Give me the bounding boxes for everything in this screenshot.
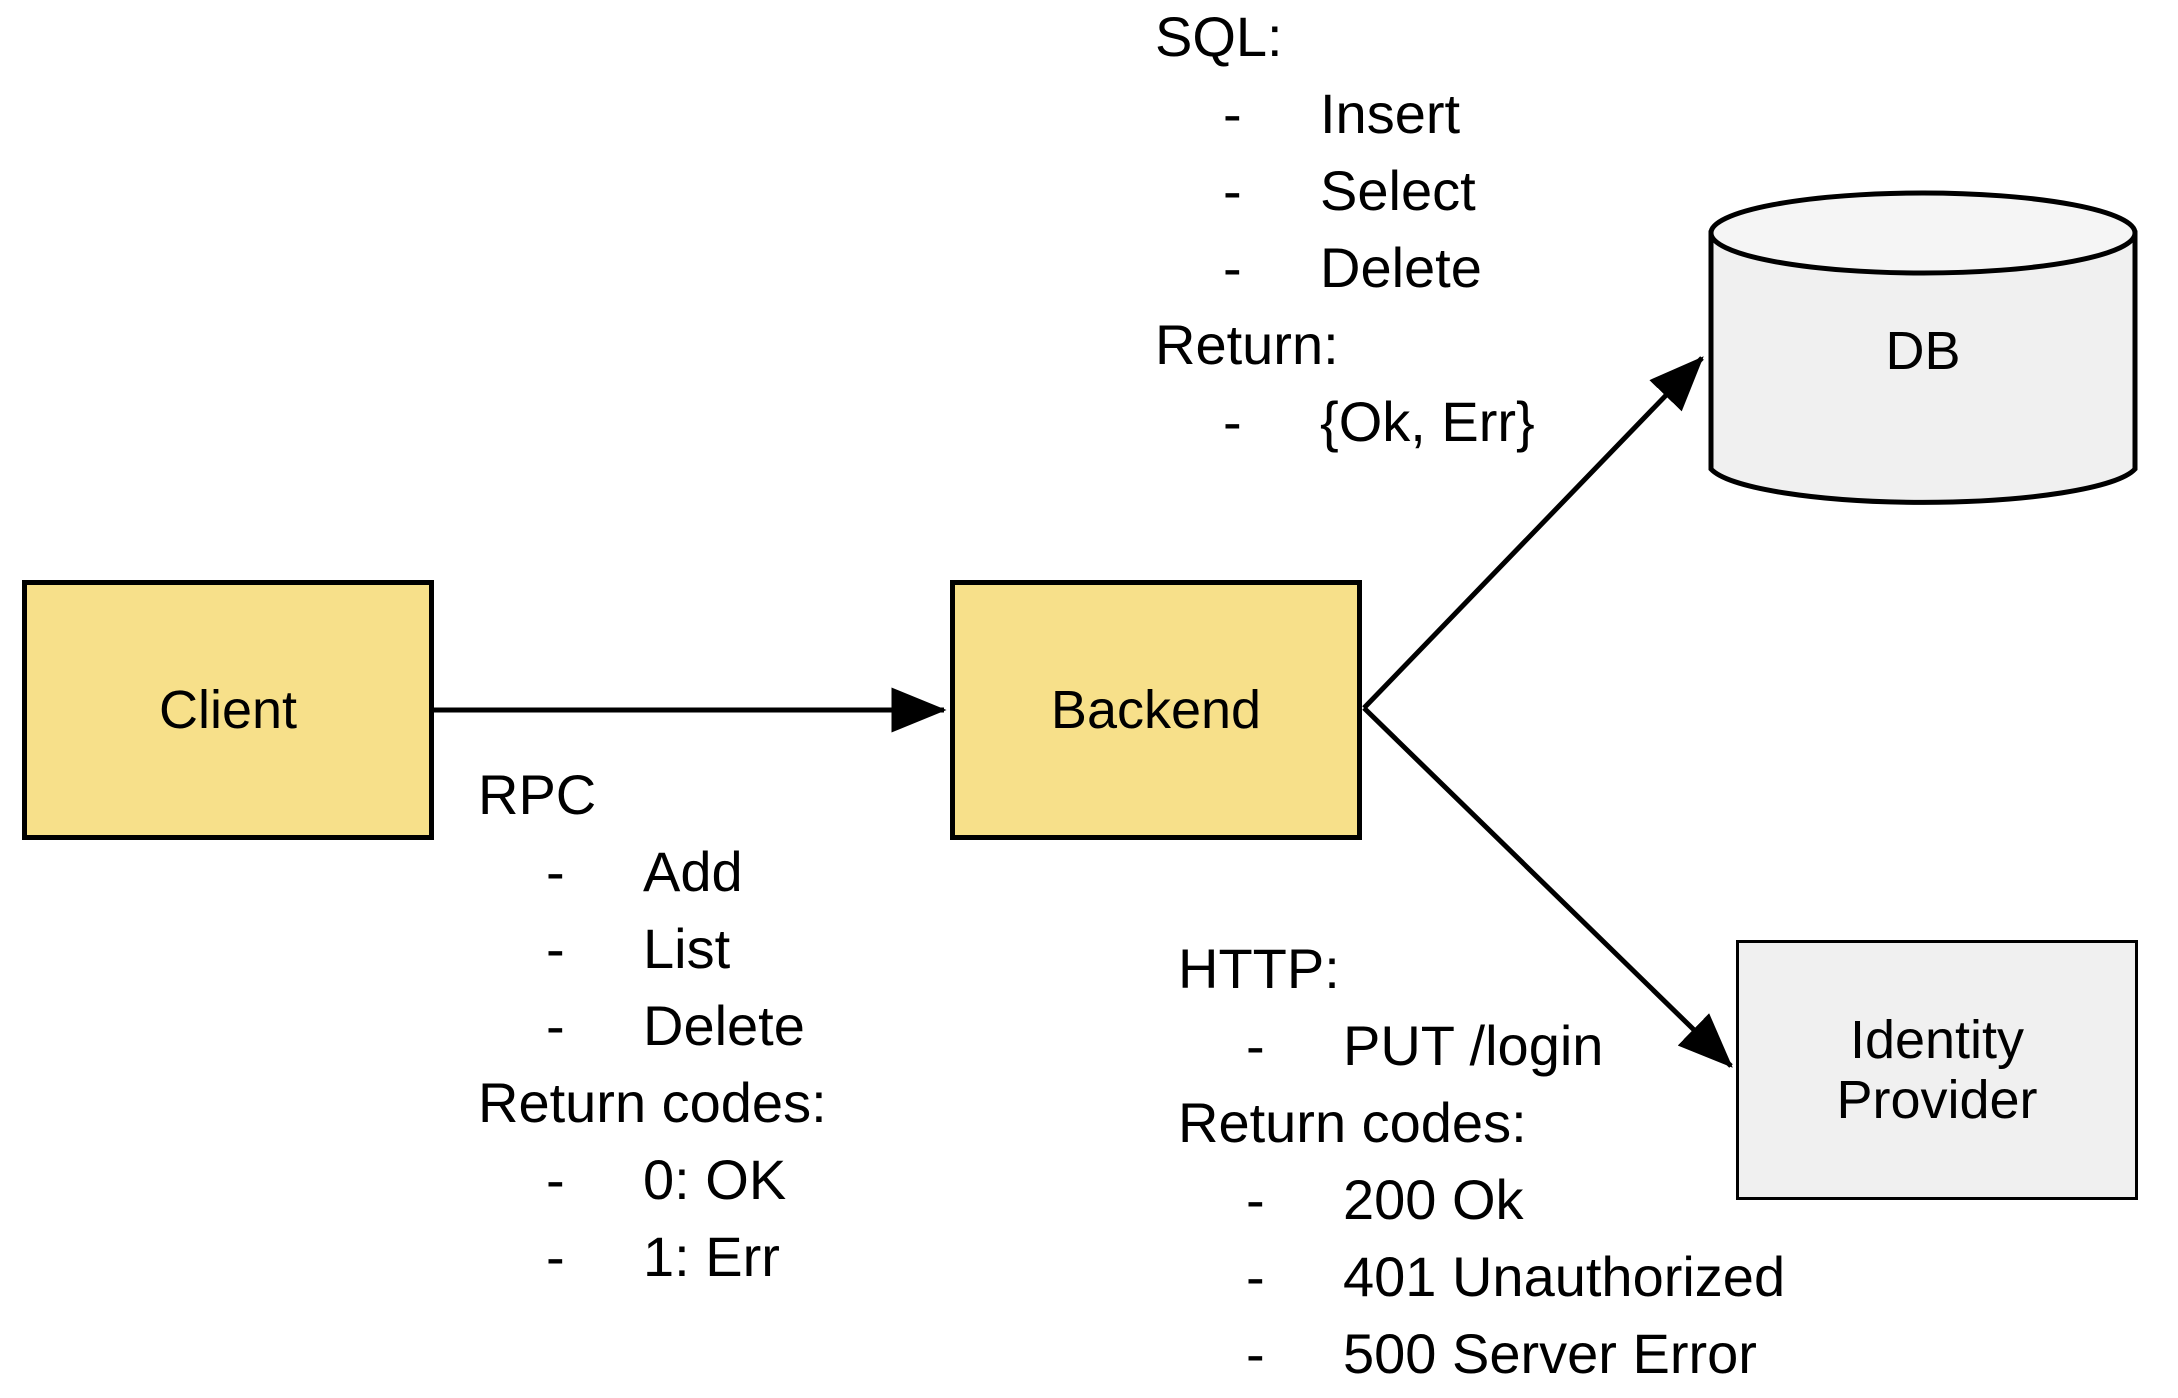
annotation-sql-heading: SQL: <box>1155 5 1283 68</box>
annotation-http-returns-heading: Return codes: <box>1178 1091 1527 1154</box>
bullet-dash: - <box>1246 1168 1265 1231</box>
annotation-rpc-return: - 0: OK <box>478 1141 827 1218</box>
bullet-dash: - <box>1223 390 1242 453</box>
annotation-sql-item-label: Delete <box>1320 236 1482 299</box>
bullet-dash: - <box>546 1148 565 1211</box>
bullet-dash: - <box>1223 82 1242 145</box>
node-client[interactable]: Client <box>22 580 434 840</box>
annotation-sql-item: - Delete <box>1155 229 1535 306</box>
bullet-dash: - <box>1246 1322 1265 1385</box>
bullet-dash: - <box>546 1225 565 1288</box>
annotation-sql: SQL: - Insert - Select - Delete Return: … <box>1155 0 1535 460</box>
annotation-http-heading: HTTP: <box>1178 937 1340 1000</box>
annotation-sql-item: - Insert <box>1155 75 1535 152</box>
annotation-rpc-item-label: Add <box>643 840 743 903</box>
bullet-dash: - <box>546 840 565 903</box>
bullet-dash: - <box>546 917 565 980</box>
bullet-dash: - <box>546 994 565 1057</box>
node-client-label: Client <box>158 679 298 740</box>
bullet-dash: - <box>1246 1245 1265 1308</box>
annotation-rpc-return-label: 0: OK <box>643 1148 787 1211</box>
annotation-sql-returns-heading: Return: <box>1155 313 1339 376</box>
annotation-rpc-return-label: 1: Err <box>643 1225 780 1288</box>
annotation-sql-item-label: Select <box>1320 159 1476 222</box>
annotation-http-return-label: 200 Ok <box>1343 1168 1524 1231</box>
annotation-http-return-label: 500 Server Error <box>1343 1322 1757 1385</box>
annotation-sql-return: - {Ok, Err} <box>1155 383 1535 460</box>
annotation-rpc-item-label: Delete <box>643 994 805 1057</box>
annotation-http-item: - PUT /login <box>1178 1007 1785 1084</box>
annotation-sql-return-label: {Ok, Err} <box>1320 390 1535 453</box>
bullet-dash: - <box>1223 159 1242 222</box>
annotation-rpc-item: - List <box>478 910 827 987</box>
annotation-sql-item-label: Insert <box>1320 82 1461 145</box>
node-backend-label: Backend <box>1050 679 1262 740</box>
bullet-dash: - <box>1246 1014 1265 1077</box>
annotation-http-return-label: 401 Unauthorized <box>1343 1245 1786 1308</box>
annotation-rpc: RPC - Add - List - Delete Return codes: … <box>478 756 827 1295</box>
annotation-http-return: - 500 Server Error <box>1178 1315 1785 1392</box>
annotation-http-return: - 200 Ok <box>1178 1161 1785 1238</box>
node-db-label: DB <box>1885 320 1961 381</box>
node-backend[interactable]: Backend <box>950 580 1362 840</box>
node-db[interactable]: DB <box>1708 190 2138 512</box>
annotation-rpc-item: - Add <box>478 833 827 910</box>
annotation-rpc-heading: RPC <box>478 763 597 826</box>
node-identity-provider-label: Identity Provider <box>1836 1009 2038 1130</box>
annotation-rpc-return: - 1: Err <box>478 1218 827 1295</box>
annotation-rpc-item: - Delete <box>478 987 827 1064</box>
bullet-dash: - <box>1223 236 1242 299</box>
annotation-http-item-label: PUT /login <box>1343 1014 1604 1077</box>
annotation-http-return: - 401 Unauthorized <box>1178 1238 1785 1315</box>
annotation-sql-item: - Select <box>1155 152 1535 229</box>
database-cylinder-icon <box>1708 190 2138 505</box>
annotation-rpc-item-label: List <box>643 917 731 980</box>
node-identity-provider[interactable]: Identity Provider <box>1736 940 2138 1200</box>
annotation-http: HTTP: - PUT /login Return codes: - 200 O… <box>1178 930 1785 1392</box>
annotation-rpc-returns-heading: Return codes: <box>478 1071 827 1134</box>
